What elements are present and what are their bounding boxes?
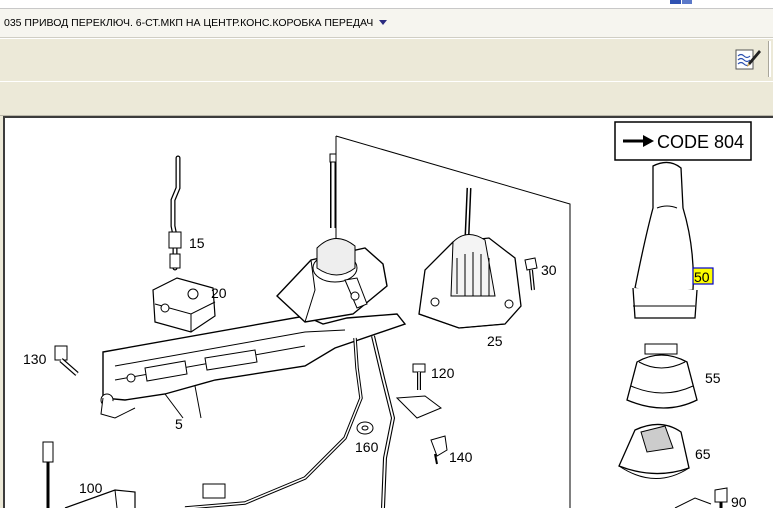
callout-15[interactable]: 15 xyxy=(189,235,205,251)
toolbar xyxy=(0,38,773,82)
notepad-pen-icon[interactable] xyxy=(733,46,763,72)
toolbar-separator xyxy=(768,41,771,77)
part-130-bolt[interactable] xyxy=(54,345,79,376)
callout-20[interactable]: 20 xyxy=(211,285,227,301)
callout-65[interactable]: 65 xyxy=(695,446,711,462)
part-5-frame[interactable] xyxy=(100,313,407,419)
parts-diagram: CODE 804 15 20 xyxy=(23,121,752,508)
callout-55[interactable]: 55 xyxy=(705,370,721,386)
part-140-clip[interactable] xyxy=(430,435,448,465)
part-shifter-assembly[interactable] xyxy=(184,153,442,508)
callout-25[interactable]: 25 xyxy=(487,333,503,349)
part-30-bolt[interactable] xyxy=(524,257,538,291)
callout-140[interactable]: 140 xyxy=(449,449,473,465)
code-804-box: CODE 804 xyxy=(614,121,752,161)
part-20-bracket[interactable] xyxy=(152,277,216,333)
part-50-shift-boot[interactable] xyxy=(632,161,698,319)
callout-30[interactable]: 30 xyxy=(541,262,557,278)
part-90-bolt[interactable] xyxy=(674,487,728,508)
code-label: CODE 804 xyxy=(657,132,744,152)
document-title: 035 ПРИВОД ПЕРЕКЛЮЧ. 6-СТ.МКП НА ЦЕНТР.К… xyxy=(4,17,374,29)
part-100-bracket[interactable] xyxy=(42,441,136,508)
callout-50-highlight xyxy=(692,267,714,285)
parts-diagram-viewer[interactable]: CODE 804 15 20 xyxy=(3,116,773,508)
part-55-boot-ring[interactable] xyxy=(626,343,698,409)
callout-130[interactable]: 130 xyxy=(23,351,47,367)
callout-5[interactable]: 5 xyxy=(175,416,183,432)
dropdown-arrow-icon[interactable] xyxy=(379,20,388,25)
callout-50[interactable]: 50 xyxy=(694,269,710,285)
part-120-bolt[interactable] xyxy=(412,363,426,390)
top-window-strip xyxy=(0,0,773,9)
callout-100[interactable]: 100 xyxy=(79,480,103,496)
part-160-washer[interactable] xyxy=(356,421,374,435)
cars-icon xyxy=(670,0,692,4)
part-15-rod[interactable] xyxy=(168,155,182,271)
part-25-housing[interactable] xyxy=(418,187,522,329)
part-65-bezel[interactable] xyxy=(618,423,690,479)
document-title-dropdown[interactable]: 035 ПРИВОД ПЕРЕКЛЮЧ. 6-СТ.МКП НА ЦЕНТР.К… xyxy=(4,17,388,29)
callout-120[interactable]: 120 xyxy=(431,365,455,381)
document-title-bar: 035 ПРИВОД ПЕРЕКЛЮЧ. 6-СТ.МКП НА ЦЕНТР.К… xyxy=(0,9,773,38)
callout-90[interactable]: 90 xyxy=(731,494,747,508)
secondary-toolbar xyxy=(0,81,773,116)
callout-160[interactable]: 160 xyxy=(355,439,379,455)
